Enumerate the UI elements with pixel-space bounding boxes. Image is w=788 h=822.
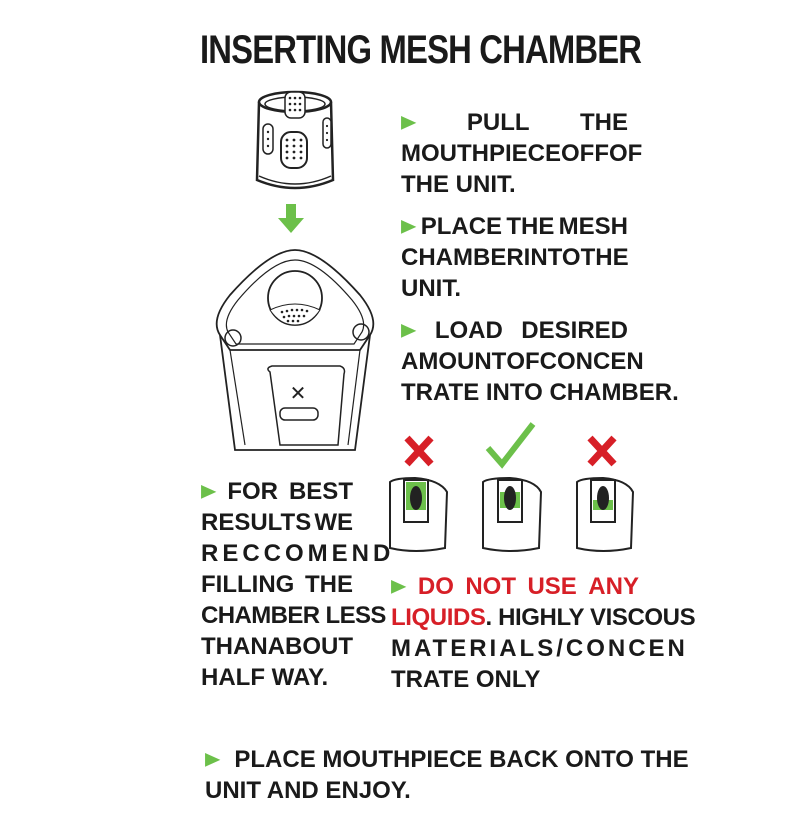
svg-text:✕: ✕	[290, 383, 307, 405]
page-title: INSERTING MESH CHAMBER	[200, 28, 642, 72]
wrong-x-icon	[404, 435, 434, 467]
underfilled-chamber-example	[576, 476, 635, 552]
unit-illustration: ✕	[215, 249, 375, 451]
liquids-warning-word: LIQUIDS	[391, 604, 486, 631]
half-filled-chamber-example	[482, 476, 543, 552]
bullet-triangle-icon: ▶	[401, 216, 417, 236]
bullet-triangle-icon: ▶	[205, 749, 221, 769]
overfilled-chamber-example	[389, 476, 449, 552]
mesh-chamber-illustration	[255, 90, 335, 190]
final-step: ▶PLACE MOUTHPIECE BACK ONTO THE UNIT AND…	[205, 746, 689, 804]
checkmark-icon	[485, 422, 536, 469]
fill-level-examples	[389, 422, 635, 552]
bullet-triangle-icon: ▶	[401, 320, 417, 340]
bullet-triangle-icon: ▶	[401, 112, 417, 132]
down-arrow-icon	[278, 204, 304, 233]
bullet-triangle-icon: ▶	[391, 576, 407, 596]
bullet-triangle-icon: ▶	[201, 481, 217, 501]
wrong-x-icon	[587, 435, 617, 467]
